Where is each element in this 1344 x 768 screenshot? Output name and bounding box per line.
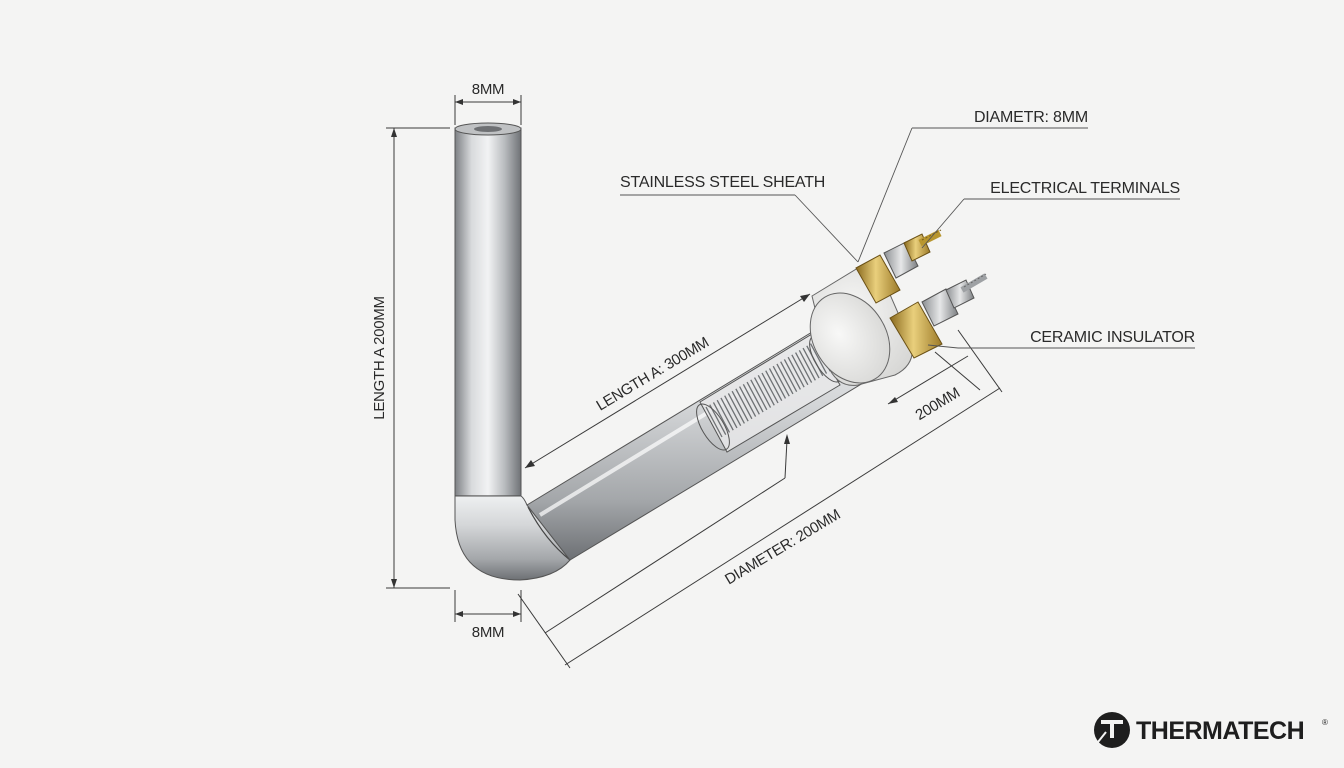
coil-winding xyxy=(712,402,731,433)
cutaway-heating-coil xyxy=(696,333,843,453)
coil-winding xyxy=(761,372,779,404)
coil-winding xyxy=(783,359,801,390)
diameter-8mm-label: DIAMETR: 8MM xyxy=(974,109,1088,126)
coil-winding xyxy=(776,363,794,395)
length-a-label: LENGTH A: 300MM xyxy=(593,334,712,415)
coil-winding xyxy=(798,350,816,381)
electrical-terminal-2 xyxy=(889,273,988,359)
electrical-terminals-label: ELECTRICAL TERMINALS xyxy=(990,180,1180,197)
coil-winding xyxy=(753,377,772,408)
coil-winding xyxy=(787,356,805,388)
dimension-lines xyxy=(386,95,1003,669)
coil-winding xyxy=(765,370,783,402)
coil-winding xyxy=(735,388,753,420)
coil-winding xyxy=(731,390,749,422)
vertical-length-label: LENGTH A 200MM xyxy=(371,296,388,419)
electrical-terminal-1 xyxy=(855,229,942,304)
ceramic-insulator-label: CERAMIC INSULATOR xyxy=(1030,329,1195,346)
coil-winding xyxy=(705,406,723,438)
coil-winding xyxy=(742,384,760,415)
coil-winding xyxy=(750,379,768,411)
thermatech-logo-icon xyxy=(1094,712,1130,748)
coil-winding xyxy=(727,393,745,424)
coil-winding xyxy=(739,386,757,417)
brand-logo: THERMATECH ® xyxy=(1094,712,1328,748)
diameter-label: DIAMETER: 200MM xyxy=(722,506,843,588)
coil-winding xyxy=(795,352,813,383)
coil-winding xyxy=(757,374,775,406)
coil-winding xyxy=(768,368,787,399)
callout-leaders xyxy=(620,127,1195,349)
stainless-steel-sheath-label: STAINLESS STEEL SHEATH xyxy=(620,174,825,191)
coil-winding xyxy=(791,354,809,386)
coil-winding xyxy=(709,404,727,436)
registered-mark: ® xyxy=(1322,718,1328,727)
coil-winding xyxy=(716,399,734,431)
coil-winding xyxy=(720,397,738,429)
vertical-tube xyxy=(454,122,522,497)
coil-winding xyxy=(802,347,820,379)
coil-winding xyxy=(809,343,828,374)
coil-winding xyxy=(724,395,742,426)
tube-elbow xyxy=(454,495,571,581)
terminal-spacing-label: 200MM xyxy=(913,384,963,424)
coil-winding xyxy=(772,365,790,397)
coil-winding xyxy=(780,361,798,392)
bottom-width-label: 8MM xyxy=(472,624,504,641)
top-width-label: 8MM xyxy=(472,81,504,98)
brand-name: THERMATECH xyxy=(1136,717,1304,745)
coil-winding xyxy=(746,381,764,413)
